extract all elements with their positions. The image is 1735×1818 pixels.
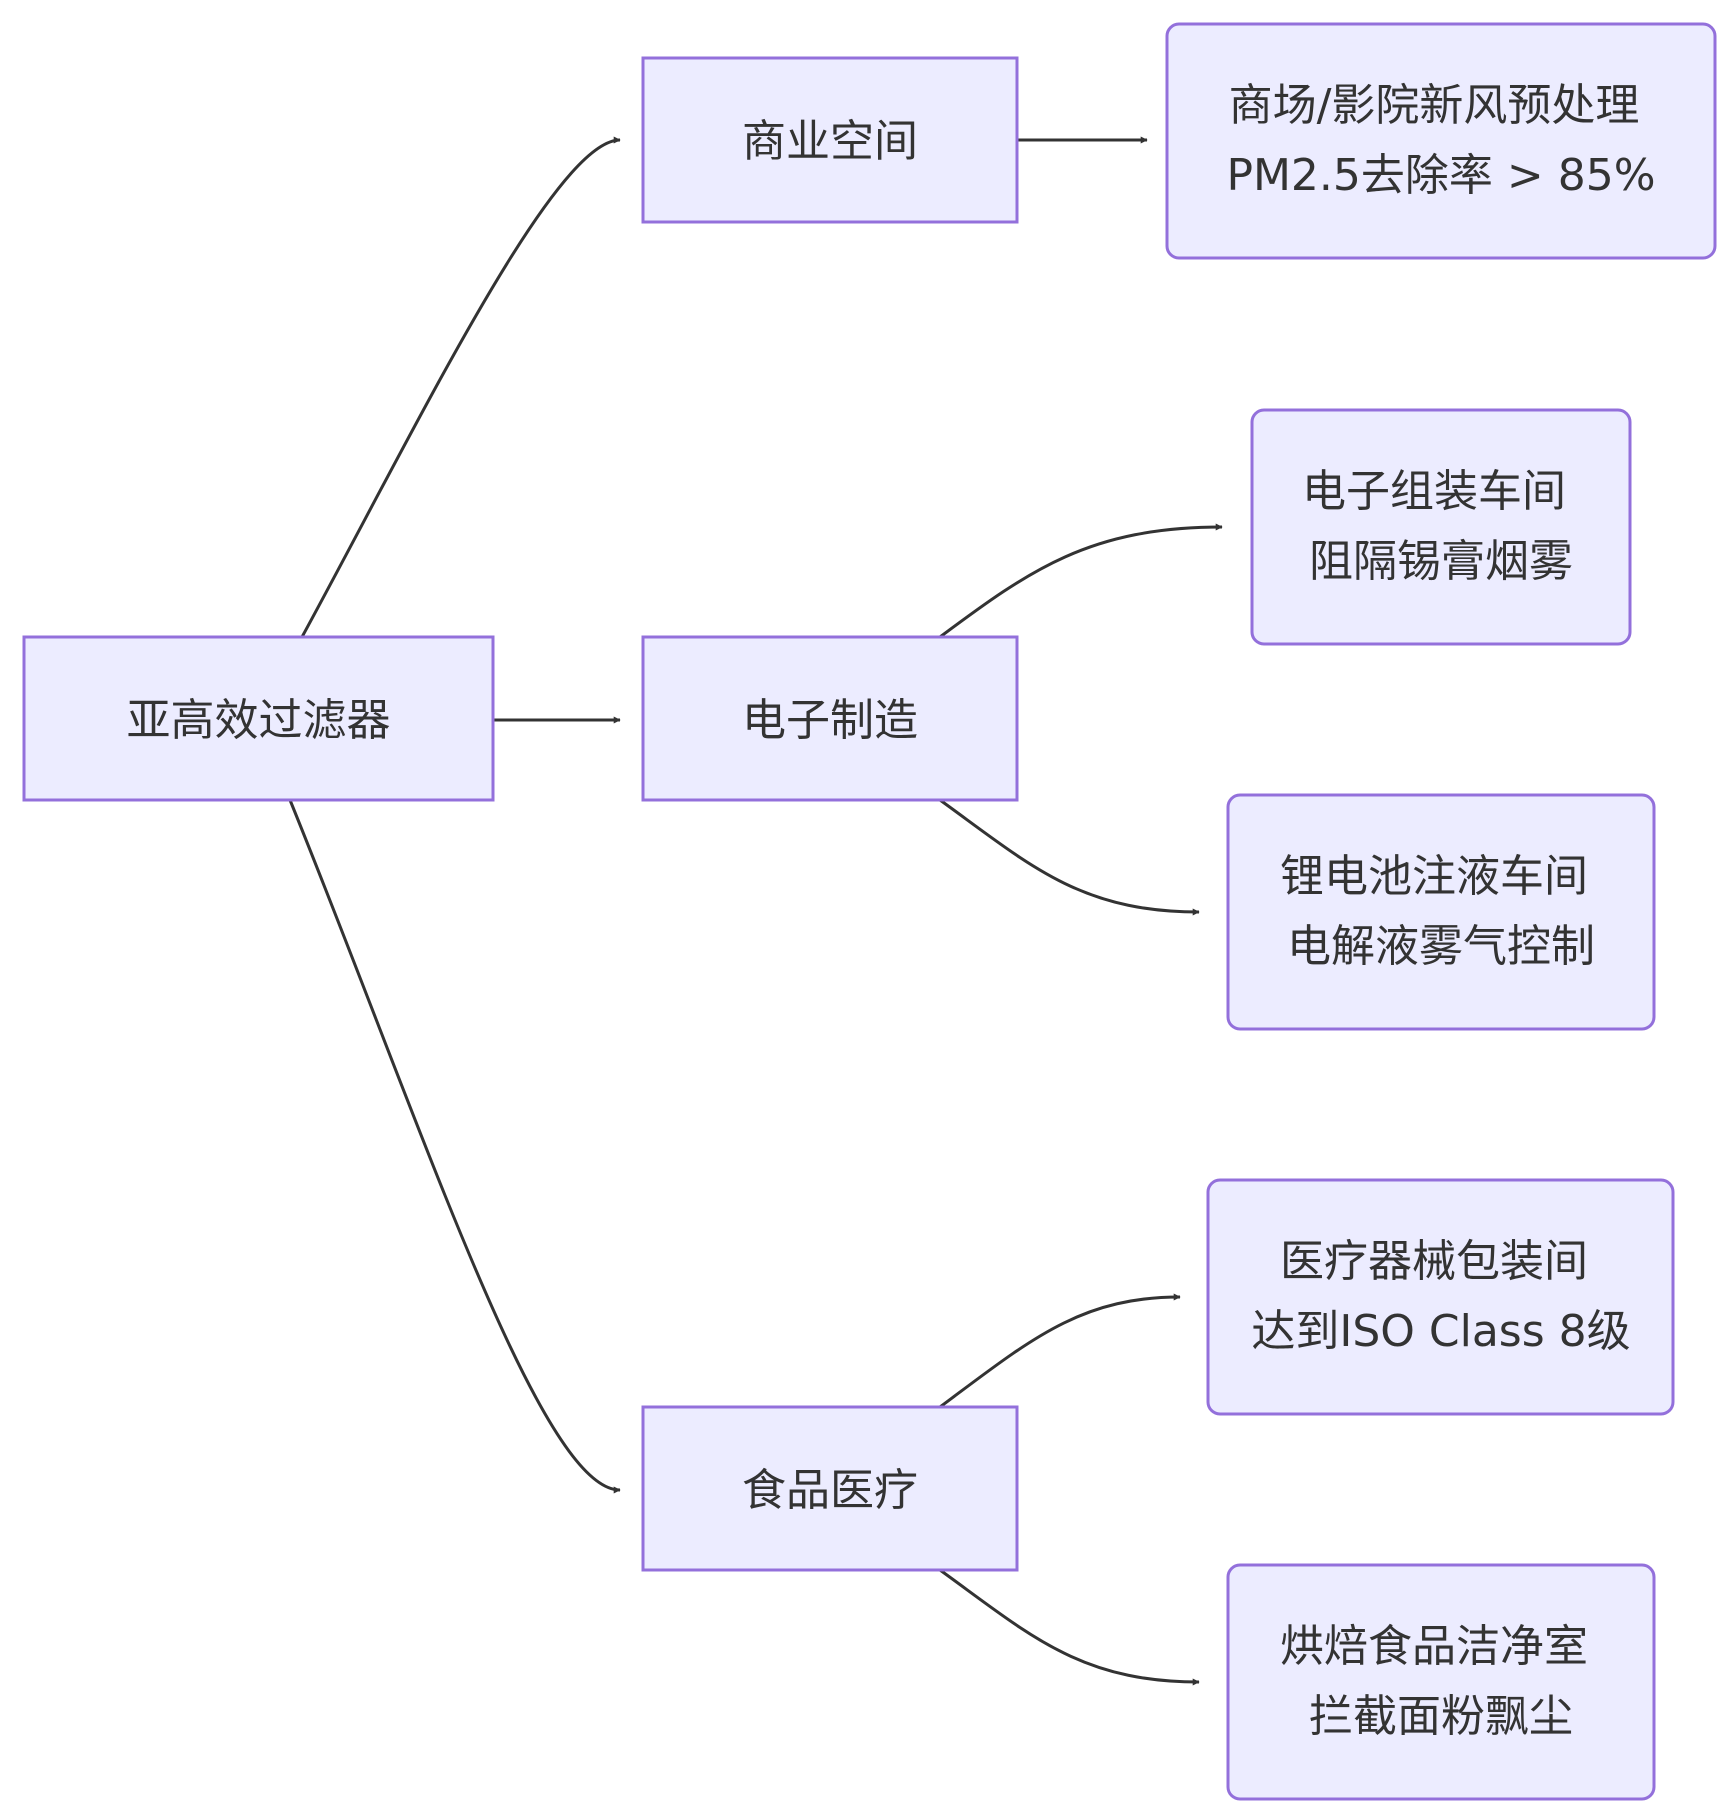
node-battery[interactable]: 锂电池注液车间 电解液雾气控制 xyxy=(1226,793,1656,1031)
nodes-layer: 亚高效过滤器 商业空间 电子制造 食品医疗 商场/影院新风预处理 xyxy=(22,22,1717,1801)
node-medical-packaging-line1: 医疗器械包装间 xyxy=(1280,1236,1588,1287)
node-commercial-label: 商业空间 xyxy=(742,116,918,167)
node-assembly-line2: 阻隔锡膏烟雾 xyxy=(1309,536,1573,587)
edge-electronics-to-battery xyxy=(939,798,1200,916)
node-bakery[interactable]: 烘焙食品洁净室 拦截面粉飘尘 xyxy=(1226,1563,1656,1801)
edge-food-medical-to-bakery xyxy=(939,1568,1200,1686)
node-food-medical-label: 食品医疗 xyxy=(742,1465,918,1516)
svg-text:电子组装车间 阻隔锡膏烟雾: 电子组装车间 阻隔锡膏烟雾 xyxy=(1302,466,1580,587)
node-mall-cinema-line2: PM2.5去除率 > 85% xyxy=(1226,150,1655,201)
node-food-medical[interactable]: 食品医疗 xyxy=(641,1405,1019,1572)
svg-text:食品医疗: 食品医疗 xyxy=(742,1465,918,1516)
node-electronics-label: 电子制造 xyxy=(742,695,918,746)
node-medical-packaging-line2: 达到ISO Class 8级 xyxy=(1251,1306,1630,1357)
node-assembly[interactable]: 电子组装车间 阻隔锡膏烟雾 xyxy=(1250,408,1632,646)
svg-text:锂电池注液车间 电解液雾气控制: 锂电池注液车间 电解液雾气控制 xyxy=(1280,851,1602,972)
node-battery-line2: 电解液雾气控制 xyxy=(1287,921,1595,972)
svg-text:亚高效过滤器: 亚高效过滤器 xyxy=(127,695,391,746)
node-assembly-line1: 电子组装车间 xyxy=(1302,466,1566,517)
node-mall-cinema-line1: 商场/影院新风预处理 xyxy=(1229,80,1640,131)
edges-layer xyxy=(288,136,1223,1686)
node-root[interactable]: 亚高效过滤器 xyxy=(22,635,495,802)
edge-electronics-to-assembly xyxy=(939,523,1223,639)
svg-text:医疗器械包装间 达到ISO Class 8级: 医疗器械包装间 达到ISO Class 8级 xyxy=(1251,1236,1630,1357)
node-root-label: 亚高效过滤器 xyxy=(127,695,391,746)
svg-text:商场/影院新风预处理 PM2.5去除率 >: 商场/影院新风预处理 PM2.5去除率 > 85% xyxy=(1226,80,1655,201)
node-mall-cinema[interactable]: 商场/影院新风预处理 PM2.5去除率 > 85% xyxy=(1165,22,1717,260)
svg-text:商业空间: 商业空间 xyxy=(742,116,918,167)
node-electronics[interactable]: 电子制造 xyxy=(641,635,1019,802)
node-commercial[interactable]: 商业空间 xyxy=(641,56,1019,224)
svg-text:电子制造: 电子制造 xyxy=(742,695,918,746)
svg-text:烘焙食品洁净室 拦截面粉飘尘: 烘焙食品洁净室 拦截面粉飘尘 xyxy=(1280,1621,1602,1742)
node-battery-line1: 锂电池注液车间 xyxy=(1280,851,1588,902)
edge-food-medical-to-medical-packaging xyxy=(939,1293,1181,1409)
edge-root-to-commercial xyxy=(300,136,621,638)
node-bakery-line1: 烘焙食品洁净室 xyxy=(1280,1621,1588,1672)
edge-root-to-food-medical xyxy=(288,799,621,1494)
node-bakery-line2: 拦截面粉飘尘 xyxy=(1309,1691,1573,1742)
node-medical-packaging[interactable]: 医疗器械包装间 达到ISO Class 8级 xyxy=(1206,1178,1675,1416)
